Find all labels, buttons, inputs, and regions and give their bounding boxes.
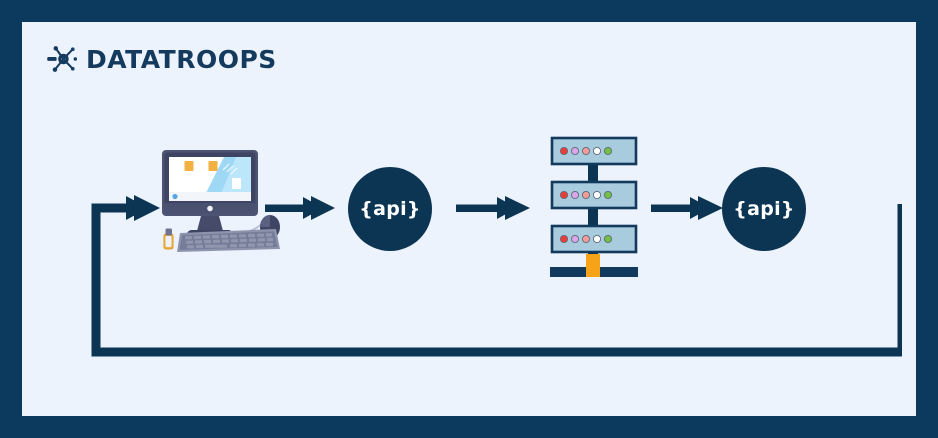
molecule-node-icon [47,46,78,72]
arrow-workstation-to-api-1 [265,196,335,220]
api-node-secondary-label: {api} [733,198,795,220]
brand-wordmark: DATATROOPS [86,44,277,74]
api-node-primary-label: {api} [359,198,421,220]
server-panel-2 [550,180,638,210]
brand-logo: DATATROOPS [46,42,277,76]
server-panel-1 [550,136,638,166]
diagram-canvas: DATATROOPS [22,22,916,416]
api-node-secondary[interactable]: {api} [722,167,806,251]
arrow-api-1-to-server [456,196,530,220]
api-node-primary[interactable]: {api} [348,167,432,251]
feedback-loop-connector [91,195,902,357]
arrow-server-to-api-2 [651,196,723,220]
server-rack-illustration [550,136,638,277]
desktop-computer-illustration [162,150,280,252]
server-panel-3 [550,224,638,254]
